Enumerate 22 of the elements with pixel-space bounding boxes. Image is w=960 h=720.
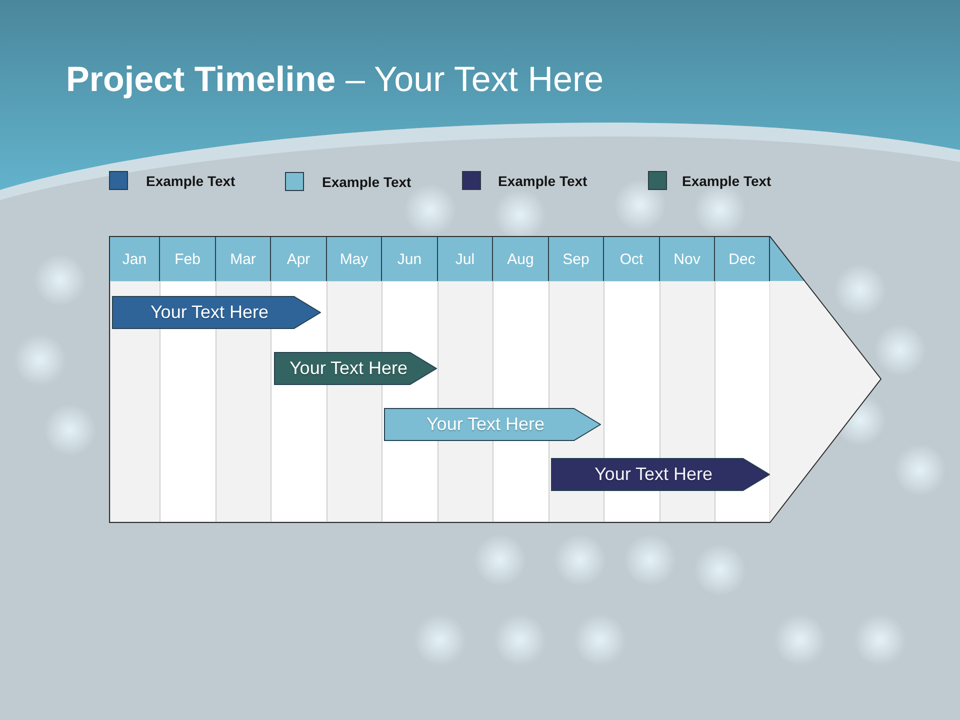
task-bar: Your Text Here: [551, 458, 770, 491]
month-header: Aug: [493, 237, 549, 281]
legend-text: Example Text: [682, 172, 772, 190]
task-bar: Your Text Here: [384, 408, 601, 441]
month-header: Jan: [110, 237, 160, 281]
month-header: Jul: [438, 237, 493, 281]
month-header: May: [327, 237, 382, 281]
month-header: Sep: [549, 237, 604, 281]
month-header: Dec: [715, 237, 770, 281]
month-header: Feb: [160, 237, 216, 281]
month-header: Oct: [604, 237, 660, 281]
month-header: Apr: [271, 237, 327, 281]
legend-text: Example Text: [498, 172, 588, 190]
slide-title: Project Timeline – Your Text Here: [66, 59, 604, 101]
task-bar: Your Text Here: [112, 296, 321, 329]
month-header: Nov: [660, 237, 715, 281]
month-header: Jun: [382, 237, 438, 281]
task-bar: Your Text Here: [274, 352, 437, 385]
legend-text: Example Text: [322, 173, 412, 191]
month-header: Mar: [216, 237, 271, 281]
legend-text: Example Text: [146, 172, 236, 190]
timeline-arrow: [109, 236, 882, 523]
